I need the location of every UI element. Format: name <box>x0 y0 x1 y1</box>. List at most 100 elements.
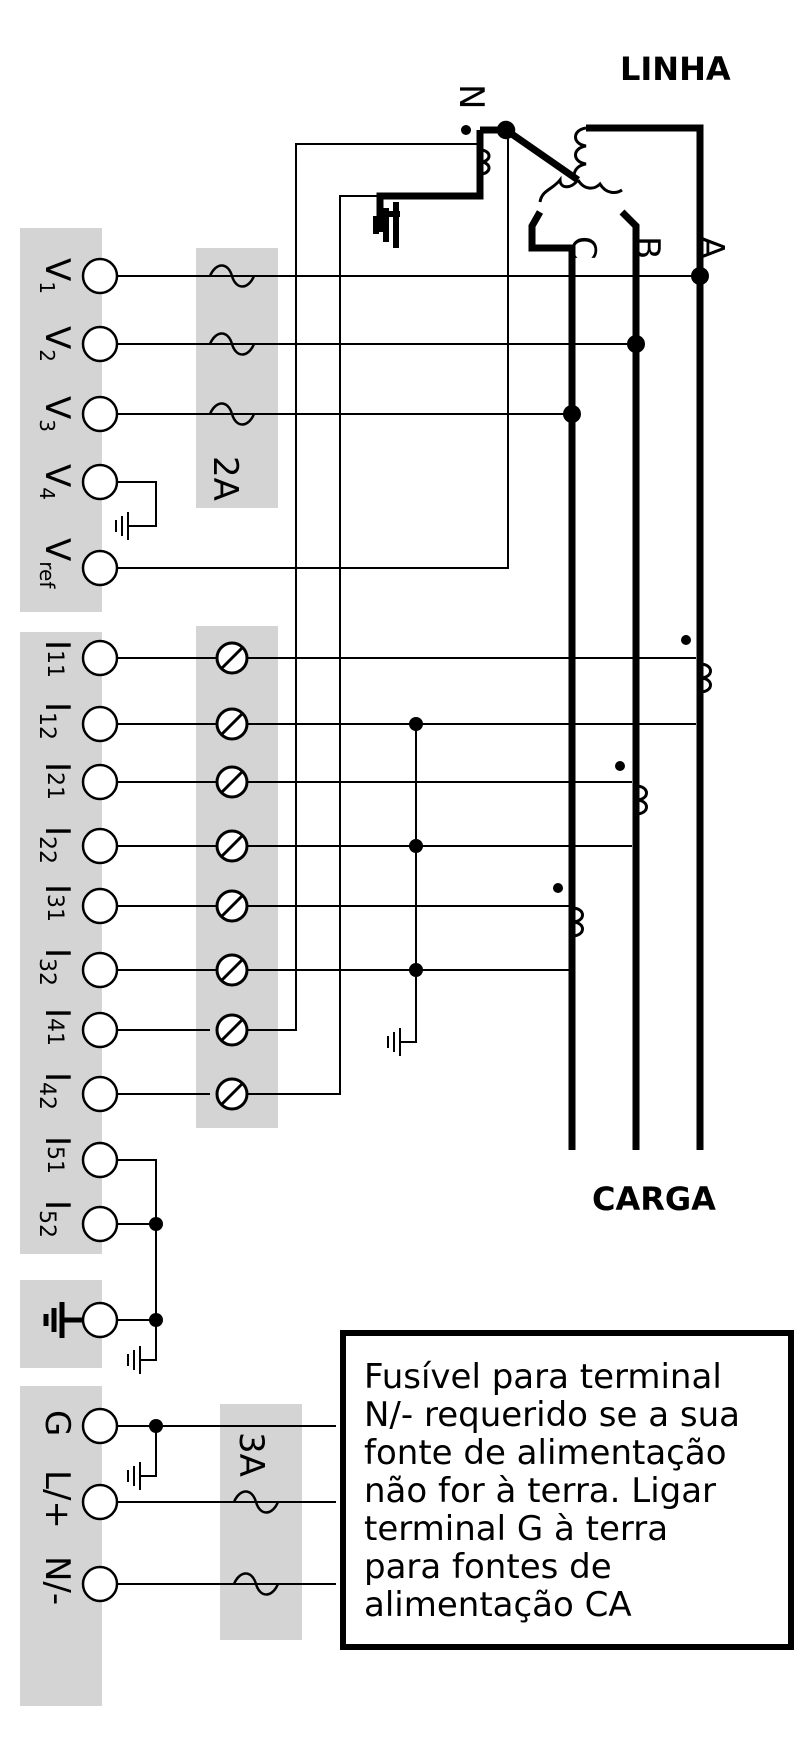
fuse-v3 <box>208 402 256 426</box>
phase-b-conductor <box>619 209 640 1150</box>
g-ground-icon <box>127 1462 141 1490</box>
label-i41: I41 <box>37 1008 77 1046</box>
fuse-n <box>232 1572 280 1596</box>
current-shorting-block <box>196 626 278 1128</box>
linha-label: LINHA <box>620 50 731 88</box>
fuse-2a-label: 2A <box>205 456 245 501</box>
terminal-v3 <box>81 395 119 433</box>
terminal-i52 <box>81 1205 119 1243</box>
neutral-bus <box>480 126 580 183</box>
wire-v4-ground <box>115 481 157 527</box>
fuse-v2 <box>208 332 256 356</box>
wire-i51-ground <box>115 1159 157 1321</box>
label-v4: V4 <box>35 464 77 500</box>
terminal-v2 <box>81 325 119 363</box>
terminal-circles <box>81 120 516 1603</box>
terminal-n <box>81 1565 119 1603</box>
label-i22: I22 <box>34 826 77 864</box>
label-n: N/- <box>37 1556 77 1605</box>
terminal-i22 <box>81 827 119 865</box>
coil-c <box>538 175 580 203</box>
fuse-block-2a <box>196 248 278 508</box>
v4-ground-icon <box>115 512 129 540</box>
power-labels: G L/+ N/- <box>37 1410 77 1605</box>
switch-i32 <box>215 953 249 987</box>
terminal-v1 <box>81 257 119 295</box>
neutral-node <box>496 120 516 140</box>
fuse-l <box>232 1490 280 1514</box>
terminal-i32 <box>81 951 119 989</box>
ct-b <box>635 784 648 816</box>
note-line: para fontes de <box>364 1547 612 1587</box>
fuse-v1 <box>208 264 256 288</box>
polarity-dot-c <box>553 883 563 893</box>
phase-b-label: B <box>627 236 667 259</box>
fuse-3a-label: 3A <box>231 1432 271 1477</box>
current-labels: I11 I12 I21 I22 I31 I32 I41 I42 I51 I52 <box>34 640 77 1238</box>
label-i42: I42 <box>34 1072 77 1110</box>
current-ground-icon <box>387 1028 401 1056</box>
junction-dots <box>149 125 709 1433</box>
voltage-labels: V1 V2 V3 V4 Vref <box>35 258 77 589</box>
terminal-i21 <box>81 763 119 801</box>
junction-v3-c <box>563 405 581 423</box>
i5-ground-icon <box>127 1346 141 1374</box>
phase-a-label: A <box>691 236 731 259</box>
wire-common-bus <box>400 724 417 1043</box>
polarity-dot-n <box>461 125 471 135</box>
junction-v2-b <box>627 335 645 353</box>
ct-a <box>699 662 712 694</box>
switch-i11 <box>215 641 249 675</box>
note-line: N/- requerido se a sua <box>364 1395 740 1435</box>
phase-conductors <box>376 124 704 1150</box>
terminal-vref <box>81 549 119 587</box>
label-v2: V2 <box>35 326 77 362</box>
switch-i12 <box>215 707 249 741</box>
neutral-ground-icon <box>373 202 400 248</box>
label-i32: I32 <box>34 948 77 986</box>
shorting-switches <box>215 641 249 1111</box>
label-g: G <box>37 1410 77 1436</box>
switch-i31 <box>215 889 249 923</box>
switch-i41 <box>215 1013 249 1047</box>
label-i12: I12 <box>34 702 77 740</box>
terminal-i41 <box>81 1011 119 1049</box>
transformer-coils <box>479 126 712 938</box>
ct-c <box>571 906 584 938</box>
terminal-i51 <box>81 1141 119 1179</box>
ground-terminal-icon <box>43 1302 84 1338</box>
label-i11: I11 <box>37 640 77 678</box>
fuses-2a <box>208 264 256 426</box>
switch-i21 <box>215 765 249 799</box>
label-i21: I21 <box>37 762 77 800</box>
label-v3: V3 <box>35 396 77 432</box>
phase-c-conductor <box>528 210 576 1150</box>
label-i51: I51 <box>37 1136 77 1174</box>
coil-a <box>572 126 587 182</box>
label-i52: I52 <box>34 1200 77 1238</box>
note-box: Fusível para terminal N/- requerido se a… <box>340 1330 794 1650</box>
fuses-3a <box>232 1490 280 1596</box>
phase-a-conductor <box>586 124 704 1150</box>
fuse-block-3a <box>220 1404 302 1640</box>
neutral-ct <box>479 148 491 176</box>
polarity-dot-a <box>681 635 691 645</box>
junction-v1-a <box>691 267 709 285</box>
terminal-i31 <box>81 887 119 925</box>
label-l: L/+ <box>37 1470 77 1529</box>
terminal-v4 <box>81 463 119 501</box>
neutral-label: N <box>451 84 491 109</box>
polarity-dot-b <box>615 761 625 771</box>
label-i31: I31 <box>37 884 77 922</box>
ground-symbols <box>43 202 401 1490</box>
switch-i42 <box>215 1077 249 1111</box>
label-vref: Vref <box>35 538 77 589</box>
terminal-i42 <box>81 1075 119 1113</box>
note-line: alimentação CA <box>364 1585 632 1625</box>
wire-vref <box>115 134 509 569</box>
label-v1: V1 <box>35 258 77 294</box>
coil-b <box>576 179 623 194</box>
wire-i42 <box>248 195 480 1095</box>
phase-c-label: C <box>563 236 603 260</box>
